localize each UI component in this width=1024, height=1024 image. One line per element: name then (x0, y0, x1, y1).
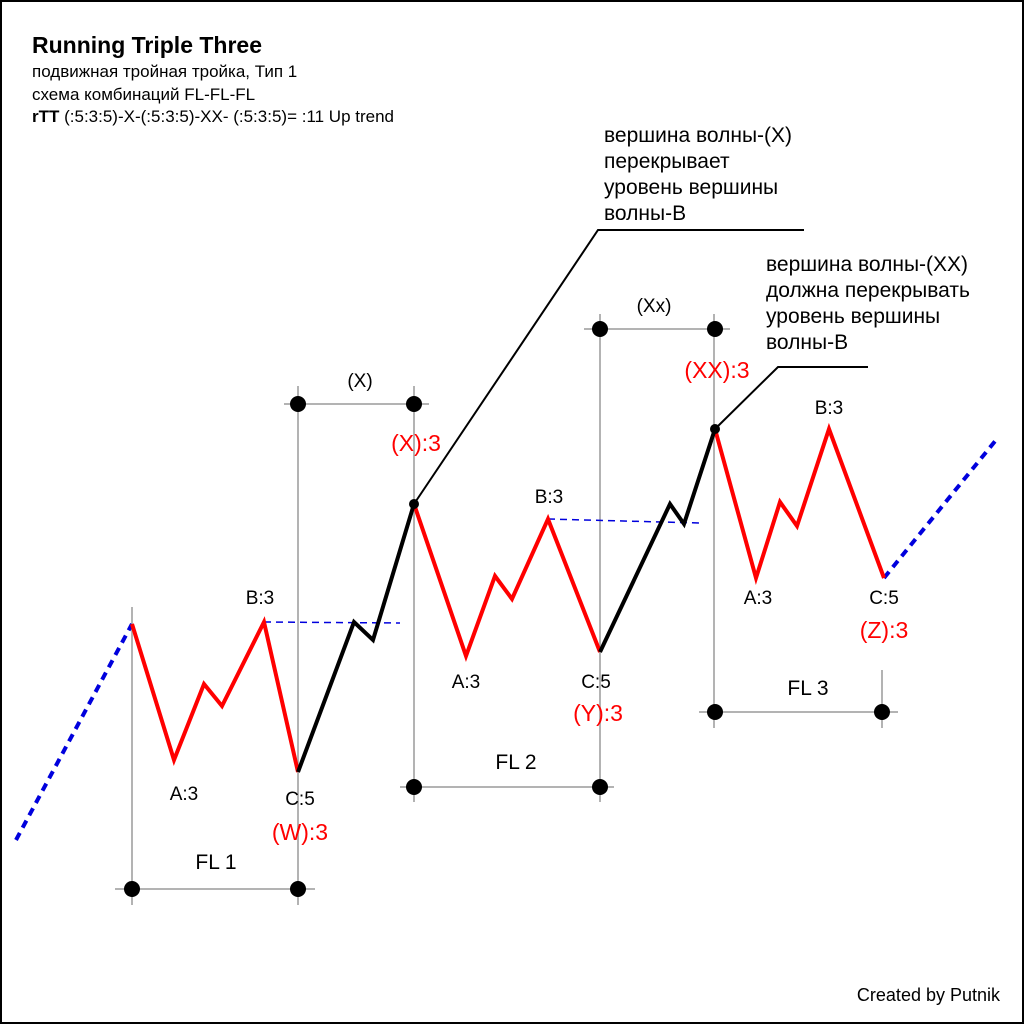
x-range-label: (X) (347, 371, 372, 392)
xx-wave (598, 428, 717, 653)
fl3-wave (713, 422, 886, 586)
x-end-label: (X):3 (391, 430, 441, 456)
fl2-start-marker (406, 779, 422, 795)
fl2-end-marker (592, 779, 608, 795)
xx-note-pointer (714, 366, 868, 430)
fl2-c-label: C:5 (581, 672, 611, 693)
note-xx-line-2: должна перекрывать (766, 279, 970, 302)
x-end-marker (406, 396, 422, 412)
diagram-title: Running Triple Three (32, 32, 263, 58)
fl3-end-marker (874, 704, 890, 720)
fl1-wave (130, 616, 300, 773)
fl1-range-label: FL 1 (195, 851, 236, 874)
fl1-end-label: (W):3 (272, 819, 328, 845)
trend-out-line (882, 438, 998, 580)
trend-in-line (14, 623, 134, 841)
b-level-line-fl2 (547, 518, 701, 524)
xx-range-label: (Xx) (637, 296, 672, 317)
credit-text: Created by Putnik (856, 985, 1000, 1005)
guide-lines (115, 314, 898, 905)
note-xx-line-3: уровень вершины (766, 305, 941, 328)
fl1-a-label: A:3 (170, 784, 199, 805)
fl1-c-label: C:5 (285, 789, 315, 810)
xx-end-label: (XX):3 (684, 357, 749, 383)
range-markers (124, 321, 890, 897)
xx-start-marker (592, 321, 608, 337)
note-x-overlap: вершина волны-(X) перекрывает уровень ве… (604, 123, 792, 227)
subtitle-scheme: схема комбинаций FL-FL-FL (32, 85, 256, 104)
subtitle-type: подвижная тройная тройка, Тип 1 (32, 62, 298, 81)
x-note-pointer (413, 229, 804, 505)
fl3-a-label: A:3 (744, 588, 773, 609)
x-start-marker (290, 396, 306, 412)
fl2-range-label: FL 2 (495, 751, 536, 774)
subtitle-formula: rTT (:5:3:5)-X-(:5:3:5)-XX- (:5:3:5)= :1… (32, 107, 394, 127)
formula-code: rTT (32, 107, 60, 126)
fl3-start-marker (707, 704, 723, 720)
fl2-a-label: A:3 (452, 672, 481, 693)
note-x-line-2: перекрывает (604, 150, 730, 173)
x-wave (296, 503, 416, 773)
note-x-line-1: вершина волны-(X) (604, 124, 793, 147)
formula-text: (:5:3:5)-X-(:5:3:5)-XX- (:5:3:5)= :11 Up… (59, 107, 395, 126)
fl1-end-marker (290, 881, 306, 897)
fl1-start-marker (124, 881, 140, 897)
note-x-line-3: уровень вершины (604, 176, 779, 199)
fl1-b-label: B:3 (246, 588, 275, 609)
note-x-line-4: волны-B (604, 202, 687, 225)
note-xx-line-4: волны-B (766, 331, 849, 354)
note-xx-line-1: вершина волны-(XX) (766, 253, 969, 276)
fl3-c-label: C:5 (869, 588, 899, 609)
fl2-wave (412, 503, 602, 663)
fl3-range-label: FL 3 (787, 677, 828, 700)
xx-top-point (710, 424, 720, 434)
x-top-point (409, 499, 419, 509)
note-xx-overlap: вершина волны-(XX) должна перекрывать ур… (766, 252, 970, 356)
fl2-end-label: (Y):3 (573, 700, 623, 726)
fl3-b-label: B:3 (815, 398, 844, 419)
fl3-end-label: (Z):3 (860, 617, 909, 643)
fl2-b-label: B:3 (535, 487, 564, 508)
xx-end-marker (707, 321, 723, 337)
